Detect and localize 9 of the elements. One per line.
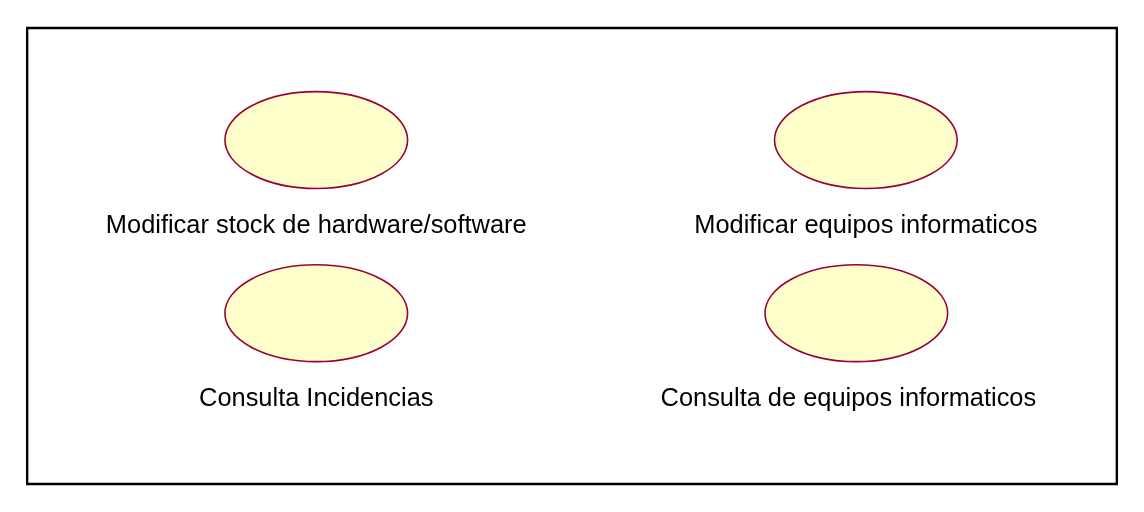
node-ellipse: [224, 263, 409, 363]
node-ellipse: [773, 90, 958, 190]
node-label: Consulta Incidencias: [199, 382, 434, 411]
node-ellipse: [224, 90, 409, 190]
node-ellipse: [764, 263, 949, 363]
node-label: Modificar stock de hardware/software: [105, 209, 527, 238]
cluster: [26, 26, 1118, 486]
node-label: Modificar equipos informaticos: [694, 209, 1038, 238]
node-label: Consulta de equipos informaticos: [660, 382, 1037, 411]
